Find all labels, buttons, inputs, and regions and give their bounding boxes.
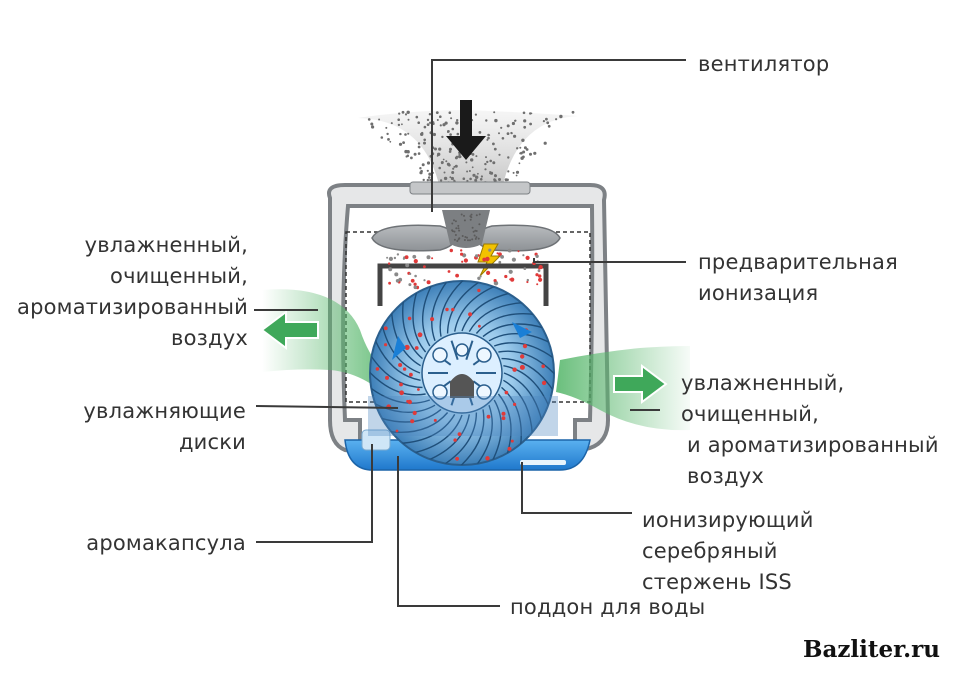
fan [371, 210, 561, 252]
label-water-tray: поддон для воды [510, 595, 706, 619]
leader-lines [254, 59, 686, 607]
label-air-out-right: увлажненный, очищенный, и ароматизирован… [681, 371, 939, 488]
label-preionization: предварительная ионизация [698, 250, 898, 305]
iss-rod [520, 460, 566, 465]
leader-preionization [533, 258, 686, 263]
airflow-left [262, 289, 390, 390]
leader-aroma [256, 444, 373, 543]
label-iss-rod: ионизирующий серебряный стержень ISS [642, 508, 814, 594]
preionization-chamber [377, 248, 549, 306]
down-arrow-icon [446, 100, 486, 160]
label-fan: вентилятор [698, 52, 830, 76]
label-air-out-left: увлажненный, очищенный, ароматизированны… [17, 233, 248, 350]
leader-tray [397, 456, 500, 607]
right-arrow-icon [613, 364, 668, 404]
label-aroma-capsule: аромакапсула [86, 531, 246, 555]
label-discs: увлажняющие диски [83, 399, 246, 454]
leader-fan [431, 59, 686, 212]
left-arrow-icon [260, 310, 319, 350]
leader-discs [255, 405, 399, 409]
aroma-capsule [361, 429, 391, 451]
humidifying-discs [368, 280, 558, 466]
watermark: Bazliter.ru [803, 636, 940, 663]
leader-iss [521, 462, 632, 514]
